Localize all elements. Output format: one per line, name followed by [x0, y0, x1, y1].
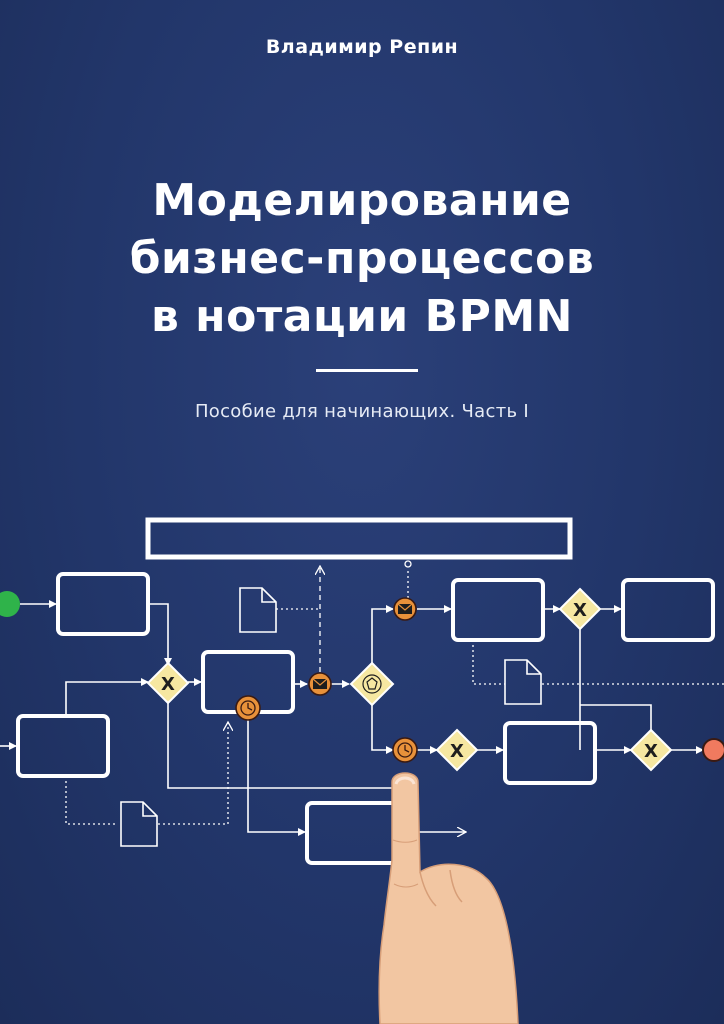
- task-box-7: [305, 801, 399, 865]
- author-name: Владимир Репин: [265, 36, 459, 58]
- exclusive-gateway-icon: [558, 587, 602, 631]
- document-icon: [504, 659, 542, 705]
- task-box-4: [621, 578, 715, 642]
- gateway-label: X: [161, 674, 175, 695]
- book-subtitle: Пособие для начинающих. Часть I: [194, 401, 530, 422]
- title-line-1: Моделирование: [152, 175, 572, 226]
- gateway-label: X: [450, 741, 464, 762]
- task-box-3: [451, 578, 545, 642]
- document-icon: [239, 587, 277, 633]
- pool-bar: [145, 517, 573, 560]
- gateway-label: X: [573, 600, 587, 621]
- gateway-label: X: [644, 741, 658, 762]
- title-divider: [316, 369, 418, 372]
- exclusive-gateway-icon: [629, 728, 673, 772]
- task-box-6: [503, 721, 597, 785]
- end-event-icon: [702, 738, 724, 762]
- message-event-icon: [393, 597, 417, 621]
- start-event-icon: [0, 591, 20, 617]
- exclusive-gateway-icon: [435, 728, 479, 772]
- pointing-hand: [378, 772, 519, 1024]
- book-title: Моделирование бизнес-процессов в нотации…: [0, 172, 724, 346]
- task-box-5: [16, 714, 110, 778]
- message-event-icon: [308, 672, 332, 696]
- exclusive-gateway-icon: [146, 661, 190, 705]
- document-icon: [120, 801, 158, 847]
- timer-event-icon: [392, 737, 418, 763]
- title-line-3: в нотации BPMN: [151, 291, 573, 342]
- task-box-1: [56, 572, 150, 636]
- event-gateway-icon: [349, 661, 395, 707]
- timer-event-icon: [235, 695, 261, 721]
- title-line-2: бизнес-процессов: [129, 233, 595, 284]
